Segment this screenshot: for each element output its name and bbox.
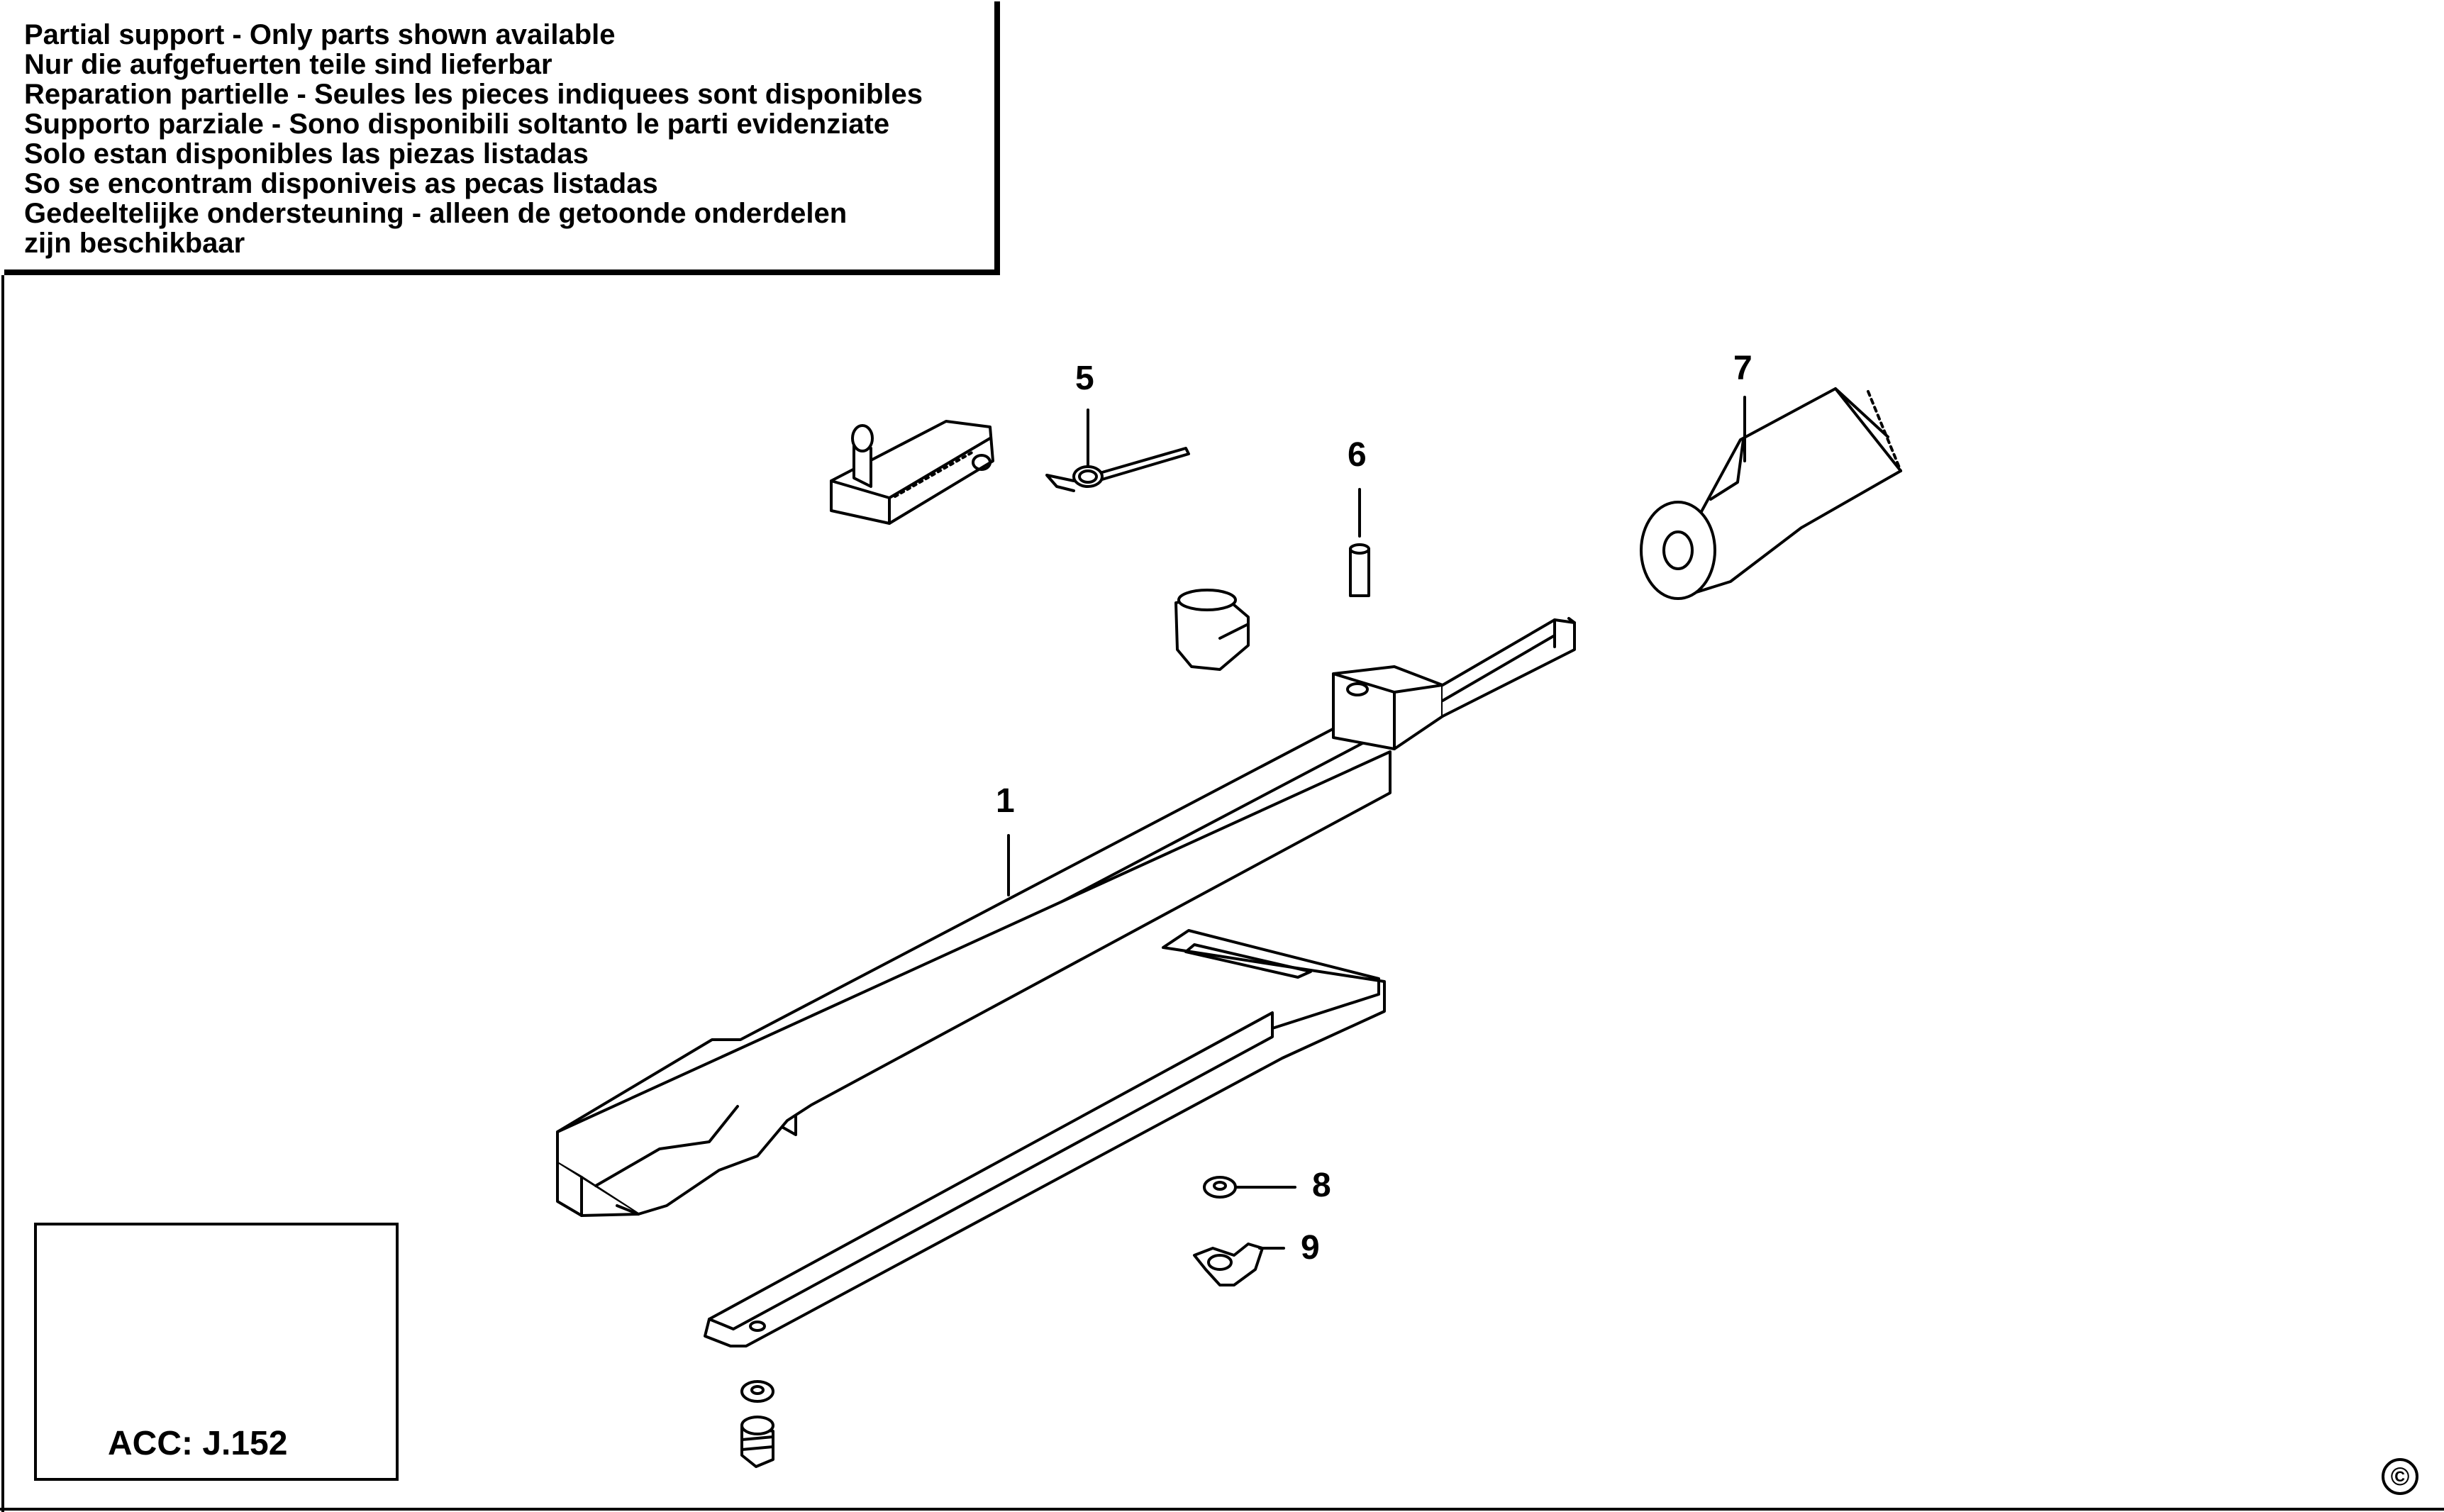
callout-part-7: 7 [1733, 350, 1753, 387]
scale-bracket [830, 420, 994, 525]
notice-line-it: Supporto parziale - Sono disponibili sol… [24, 109, 890, 140]
part-5-spring [1045, 408, 1190, 492]
part-1-guide-bar [556, 617, 1576, 1217]
left-border [1, 275, 4, 1512]
part-7-handle [1640, 387, 1902, 600]
notice-line-en: Partial support - Only parts shown avail… [24, 19, 616, 50]
callout-part-8: 8 [1312, 1167, 1331, 1204]
fence-plate [704, 929, 1386, 1347]
bottom-border [0, 1508, 2444, 1511]
callout-part-6: 6 [1348, 436, 1367, 474]
part-6-pin [1349, 488, 1370, 597]
cam-block [1174, 589, 1250, 671]
partial-support-notice: Partial support - Only parts shown avail… [4, 1, 1000, 275]
accessory-box: ACC: J.152 [34, 1223, 399, 1481]
notice-line-pt: So se encontram disponiveis as pecas lis… [24, 168, 658, 199]
accessory-label: ACC: J.152 [108, 1425, 288, 1462]
copyright-mark: © [2382, 1458, 2418, 1495]
part-8-washer [1203, 1176, 1296, 1199]
notice-line-de: Nur die aufgefuerten teile sind lieferba… [24, 49, 552, 80]
notice-line-fr: Reparation partielle - Seules les pieces… [24, 79, 923, 110]
part-9-wing-nut [1193, 1243, 1285, 1286]
callout-part-1: 1 [996, 782, 1015, 820]
washer-and-screw [740, 1380, 774, 1468]
notice-line-es: Solo estan disponibles las piezas listad… [24, 138, 589, 169]
callout-part-5: 5 [1075, 360, 1094, 397]
callout-part-9: 9 [1301, 1229, 1320, 1267]
notice-line-nl-cont: zijn beschikbaar [24, 228, 245, 259]
notice-line-nl: Gedeeltelijke ondersteuning - alleen de … [24, 198, 848, 229]
